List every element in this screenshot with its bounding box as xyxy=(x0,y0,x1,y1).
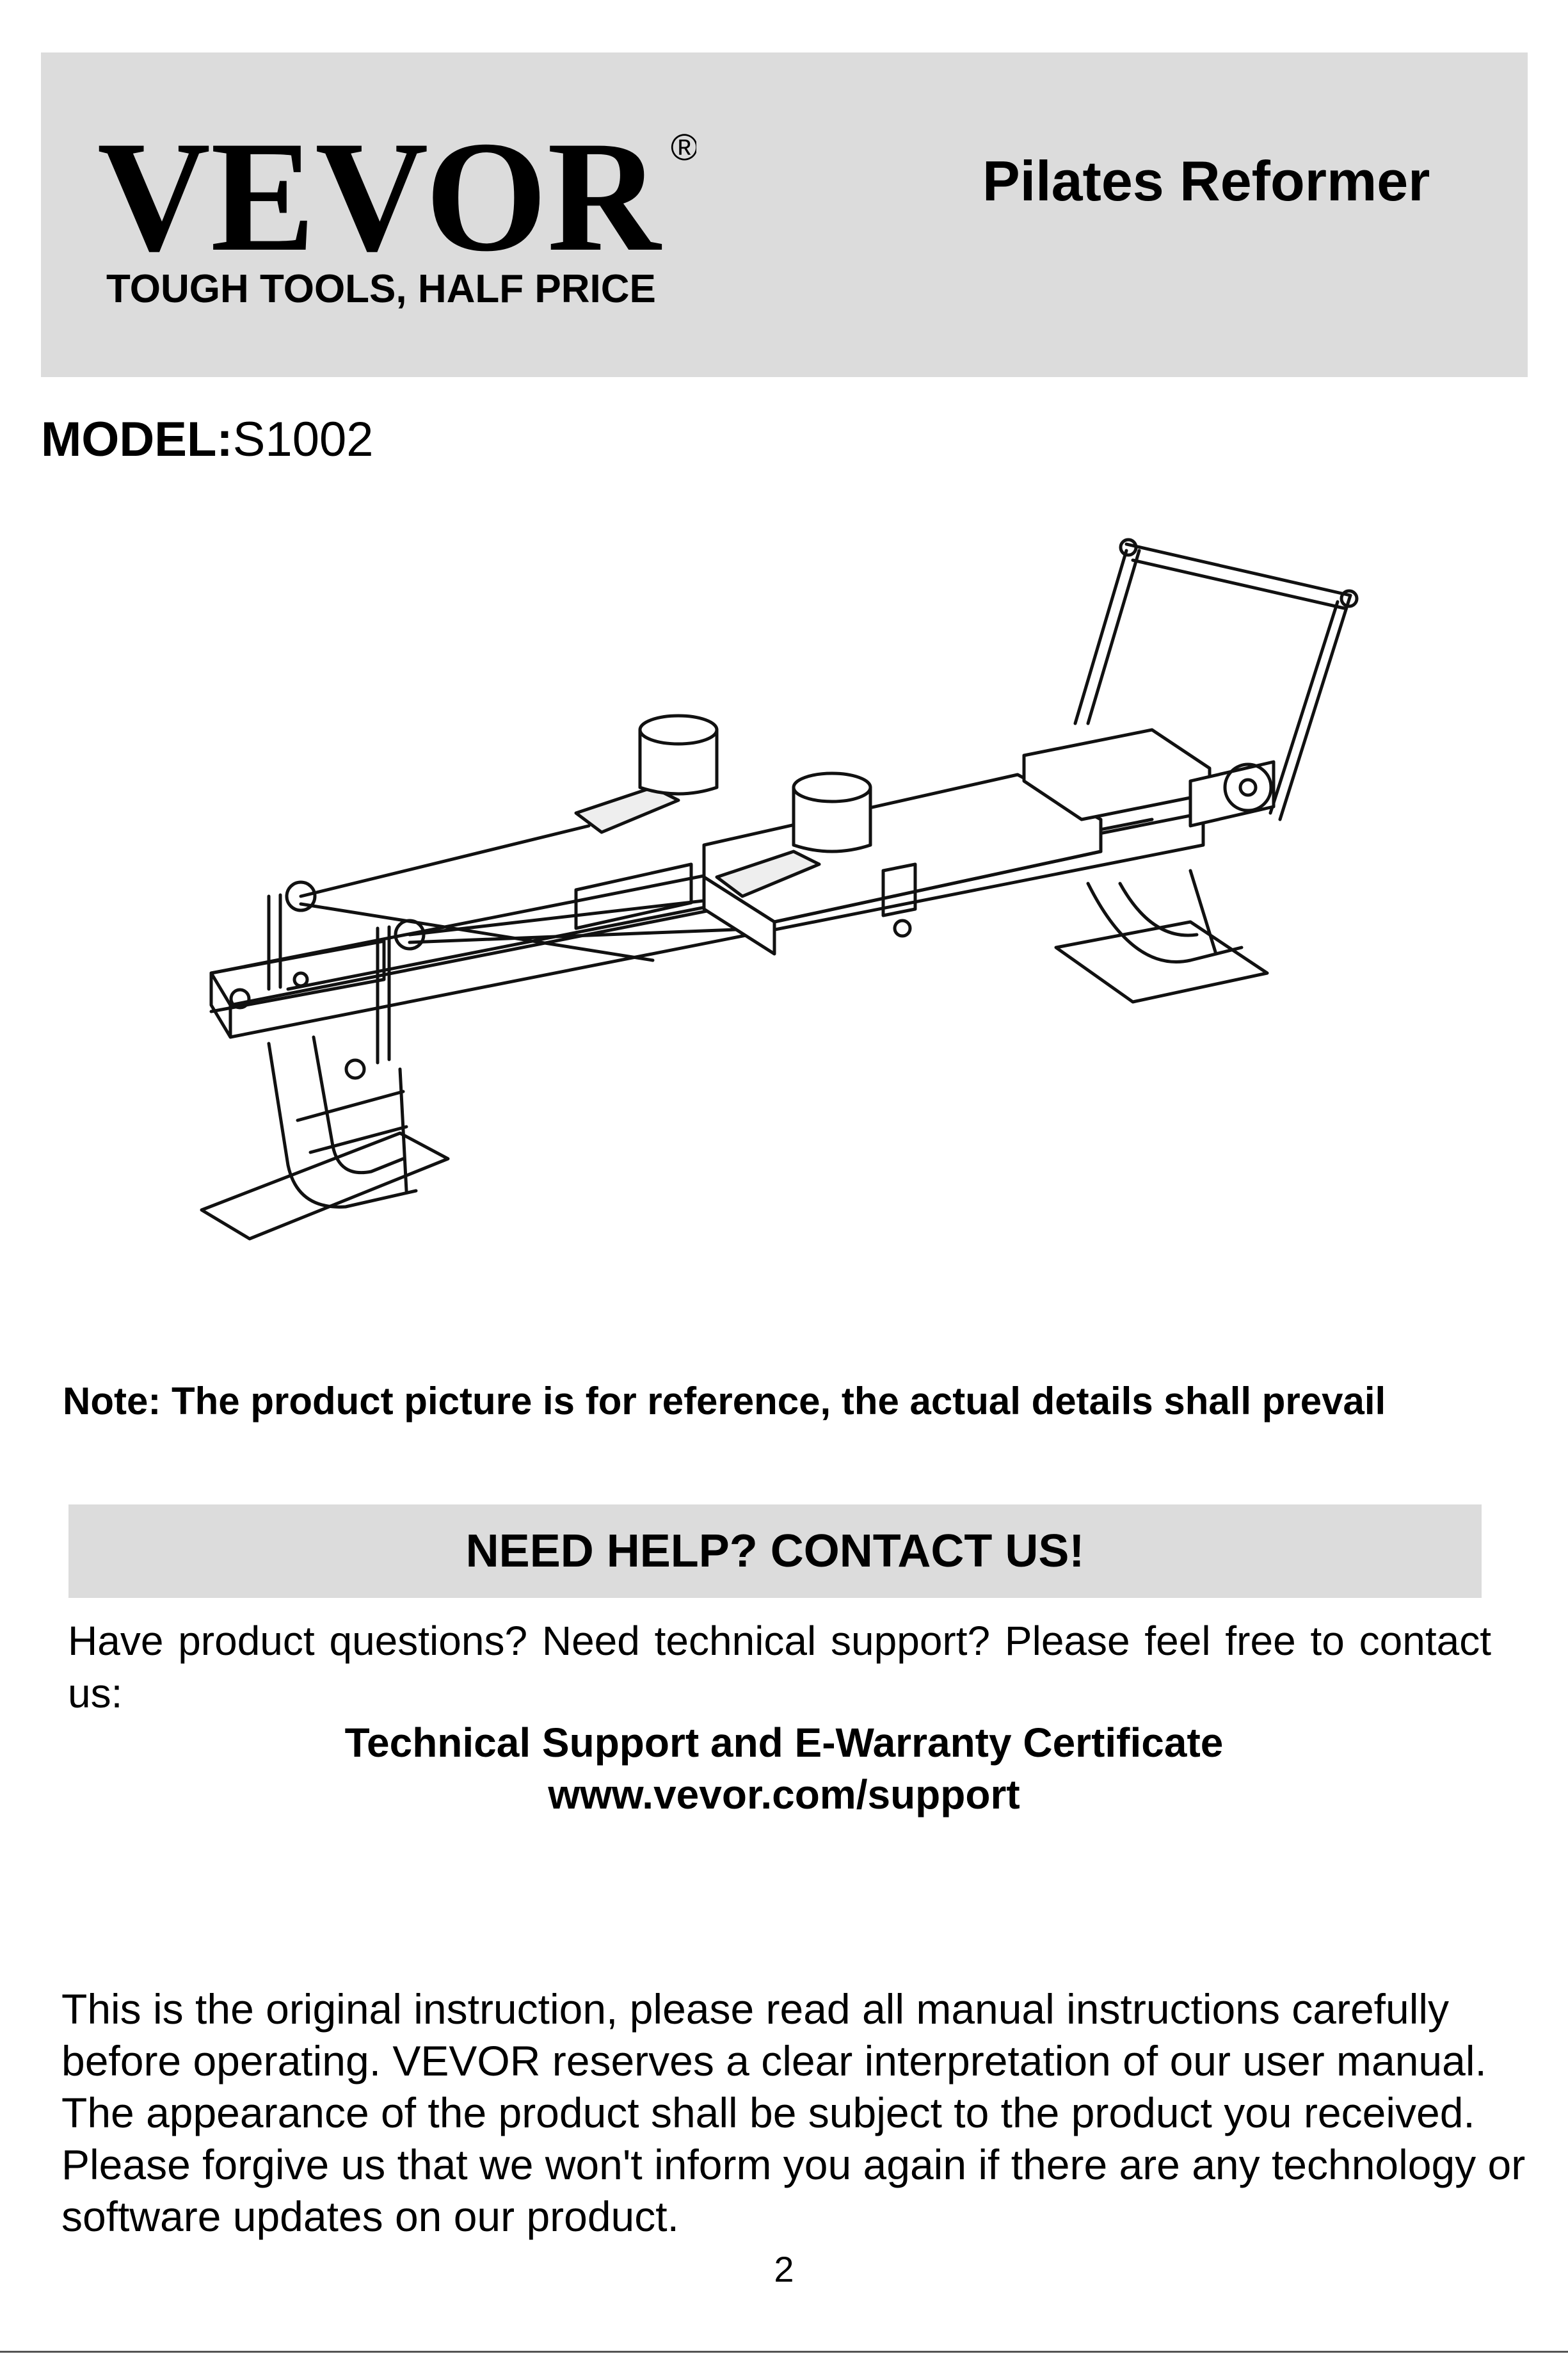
reference-note: Note: The product picture is for referen… xyxy=(63,1380,1386,1423)
bottom-rule xyxy=(0,2351,1568,2353)
help-banner: NEED HELP? CONTACT US! xyxy=(68,1504,1482,1598)
help-text: Have product questions? Need technical s… xyxy=(68,1618,1491,1716)
model-line: MODEL:S1002 xyxy=(41,412,374,467)
header-band xyxy=(41,52,1528,377)
brand-name: VEVOR xyxy=(97,108,662,269)
vevor-logo: VEVOR ® xyxy=(97,108,696,269)
product-title: Pilates Reformer xyxy=(982,149,1430,213)
brand-tagline: TOUGH TOOLS, HALF PRICE xyxy=(106,267,656,311)
registered-mark: ® xyxy=(671,127,696,168)
support-url[interactable]: www.vevor.com/support xyxy=(548,1771,1020,1818)
help-title: NEED HELP? CONTACT US! xyxy=(465,1526,1085,1577)
model-label: MODEL: xyxy=(41,412,233,467)
pilates-reformer-illustration xyxy=(200,538,1359,1241)
support-title: Technical Support and E-Warranty Certifi… xyxy=(344,1720,1224,1766)
page-number: 2 xyxy=(774,2249,794,2289)
model-value: S1002 xyxy=(232,412,374,467)
disclaimer-text: This is the original instruction, please… xyxy=(61,1985,1526,2240)
